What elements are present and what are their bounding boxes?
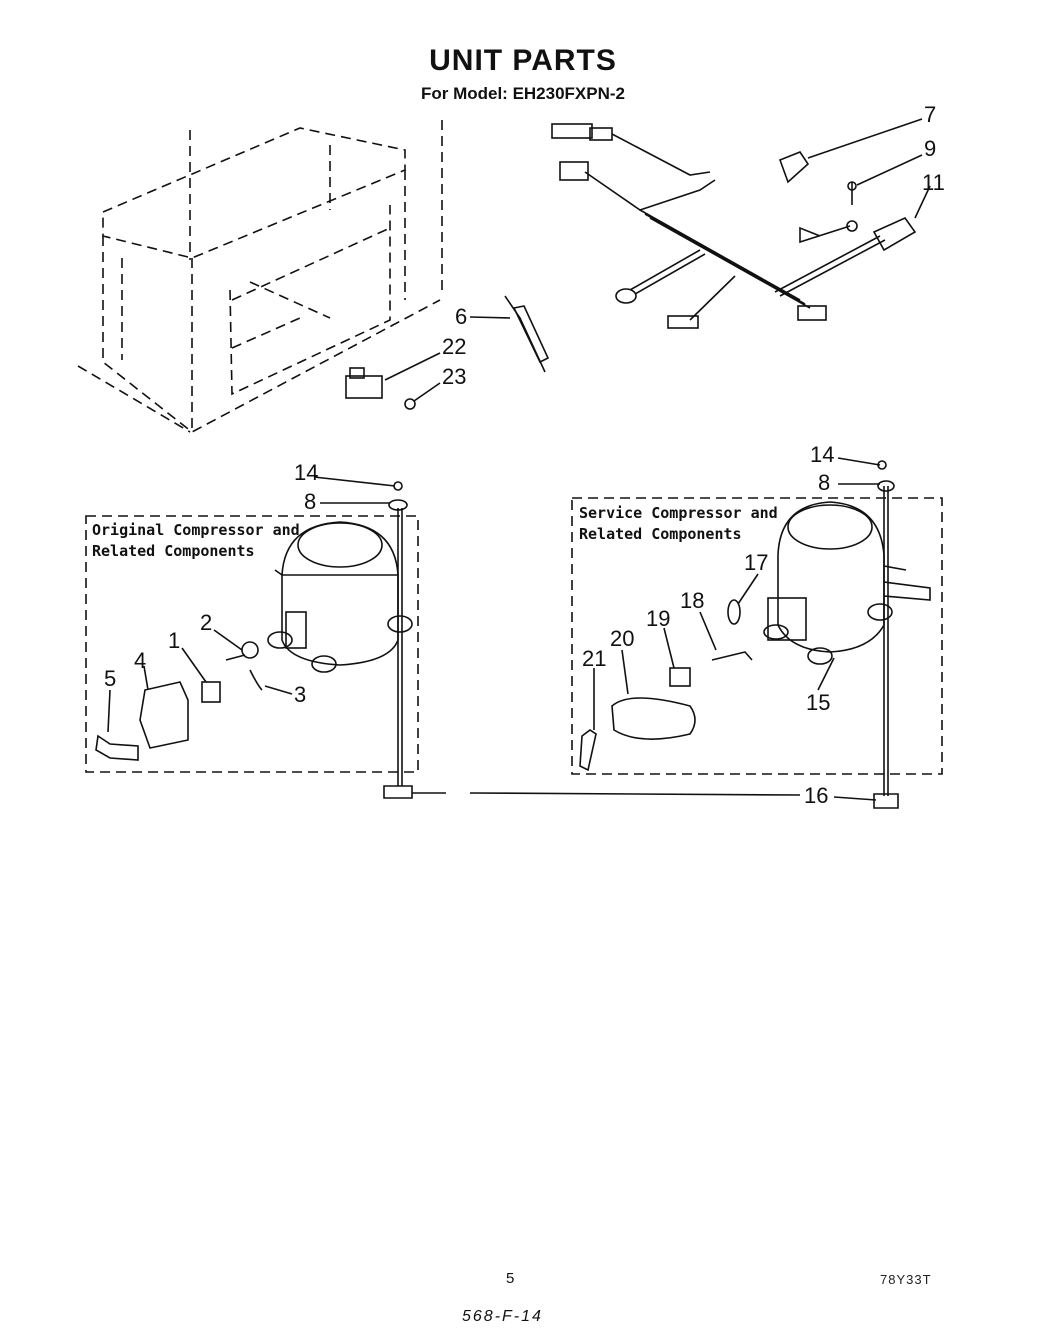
part-number-7: 7: [924, 102, 937, 127]
part-number-18: 18: [680, 588, 705, 613]
service-related-parts: [579, 599, 753, 772]
cabinet-outline: [77, 120, 443, 433]
right-grommet-16: [873, 793, 899, 809]
part-number-14-left: 14: [294, 460, 319, 485]
part-number-4: 4: [134, 648, 147, 673]
part-number-5: 5: [104, 666, 117, 691]
page-title: UNIT PARTS: [429, 44, 617, 77]
part-number-14-right: 14: [810, 442, 835, 467]
document-code: 78Y33T: [880, 1272, 932, 1287]
part-9-head: [847, 181, 857, 191]
page-number: 5: [506, 1270, 515, 1287]
part-number-21: 21: [582, 646, 607, 671]
part-number-17: 17: [744, 550, 769, 575]
part-number-23: 23: [442, 364, 467, 389]
part-number-1: 1: [168, 628, 181, 653]
original-compressor-box: [85, 515, 419, 773]
part-6-body: [512, 305, 550, 364]
right-grommet-8: [877, 480, 895, 492]
service-compressor: [763, 486, 931, 796]
handwritten-note: 568-F-14: [462, 1308, 543, 1325]
service-compressor-box: [571, 497, 943, 775]
part-23-screw: [404, 398, 416, 410]
part-22-relay: [345, 375, 383, 399]
part-number-6: 6: [455, 304, 468, 329]
left-grommet-8: [388, 499, 408, 511]
part-number-16: 16: [804, 783, 829, 808]
original-compressor: [267, 508, 413, 786]
model-subtitle: For Model: EH230FXPN-2: [420, 84, 626, 103]
left-clip-14: [393, 481, 403, 491]
leader-lines-top: [384, 118, 931, 402]
part-7-shape: [778, 151, 810, 184]
right-clip-14: [877, 460, 887, 470]
part-number-9: 9: [924, 136, 937, 161]
wiring-harness: [551, 123, 917, 329]
left-grommet-16: [383, 785, 413, 799]
part-number-11: 11: [922, 170, 945, 195]
part-number-22: 22: [442, 334, 467, 359]
part-number-20: 20: [610, 626, 635, 651]
original-related-parts: [95, 641, 263, 761]
part-22-tab: [349, 367, 365, 379]
part-number-8-left: 8: [304, 489, 317, 514]
leader-lines-right: [469, 457, 881, 801]
part-number-8-right: 8: [818, 470, 831, 495]
part-number-19: 19: [646, 606, 671, 631]
part-number-15: 15: [806, 690, 831, 715]
leader-lines-left: [107, 476, 446, 794]
part-number-3: 3: [294, 682, 307, 707]
service-box-label: Service Compressor and Related Component…: [579, 504, 778, 543]
original-box-label: Original Compressor and Related Componen…: [92, 521, 300, 560]
part-number-2: 2: [200, 610, 213, 635]
